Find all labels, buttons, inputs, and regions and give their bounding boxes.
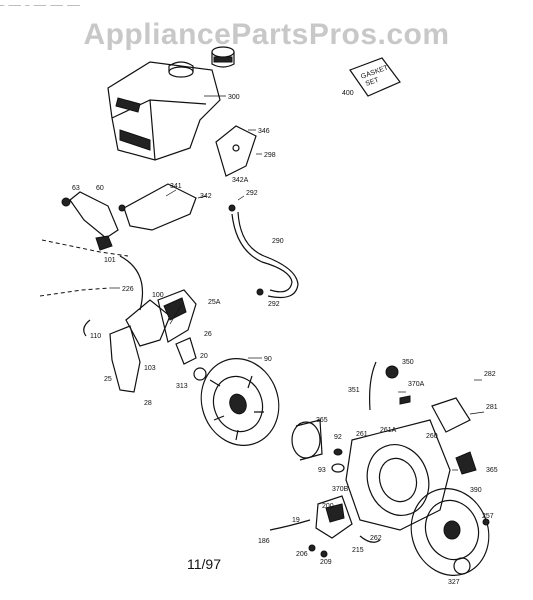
- callout-313: 313: [176, 383, 188, 390]
- tank-bracket[interactable]: [215, 125, 257, 177]
- callout-101: 101: [104, 257, 116, 264]
- starter-cup[interactable]: [291, 419, 345, 473]
- callout-63: 63: [72, 185, 80, 192]
- callout-290: 290: [272, 238, 284, 245]
- callout-25: 25: [104, 376, 112, 383]
- callout-351: 351: [348, 387, 360, 394]
- callout-26: 26: [204, 331, 212, 338]
- date-code: 11/97: [187, 556, 221, 572]
- callout-282: 282: [484, 371, 496, 378]
- callout-93: 93: [318, 467, 326, 474]
- callout-327: 327: [448, 579, 460, 586]
- callout-labels: 300 346 400 298 342A 63 60 341 342 292 1…: [72, 90, 498, 586]
- callout-261: 261: [356, 431, 368, 438]
- callout-342A: 342A: [232, 177, 249, 184]
- fuel-line[interactable]: [228, 204, 299, 299]
- callout-209: 209: [320, 559, 332, 566]
- header-line: _ ___ _ ___ ___ ___: [0, 0, 80, 8]
- flywheel[interactable]: [189, 348, 291, 457]
- callout-341: 341: [170, 183, 182, 190]
- callout-226: 226: [122, 286, 134, 293]
- watermark-text: AppliancePartsPros.com: [83, 18, 450, 51]
- callout-60: 60: [96, 185, 104, 192]
- callout-103: 103: [144, 365, 156, 372]
- callout-281: 281: [486, 404, 498, 411]
- callout-292b: 292: [268, 301, 280, 308]
- callout-298: 298: [264, 152, 276, 159]
- callout-100: 100: [152, 292, 164, 299]
- blower-housing[interactable]: [345, 361, 451, 531]
- callout-346: 346: [258, 128, 270, 135]
- callout-370B: 370B: [332, 486, 349, 493]
- callout-110: 110: [90, 333, 101, 340]
- callout-90: 90: [264, 356, 272, 363]
- callout-365: 365: [316, 417, 328, 424]
- callout-390: 390: [470, 487, 482, 494]
- ignition-module[interactable]: [269, 495, 381, 558]
- callout-350: 350: [402, 359, 414, 366]
- callout-262: 262: [370, 535, 382, 542]
- fuel-tank[interactable]: [107, 61, 221, 161]
- callout-92: 92: [334, 434, 342, 441]
- leader-lines: [110, 95, 485, 471]
- callout-206: 206: [296, 551, 308, 558]
- governor-linkage[interactable]: [39, 239, 144, 337]
- callout-186: 186: [258, 538, 270, 545]
- carburetor-assembly[interactable]: [109, 289, 207, 393]
- recoil-starter[interactable]: [399, 397, 501, 586]
- callout-260: 260: [426, 433, 438, 440]
- gasket-set-label-2: SET: [365, 76, 381, 87]
- control-bracket[interactable]: [61, 183, 197, 251]
- gasket-set[interactable]: GASKET SET: [349, 57, 401, 97]
- callout-257: 257: [482, 513, 494, 520]
- callout-300: 300: [228, 94, 240, 101]
- callout-400: 400: [342, 90, 354, 97]
- callout-215: 215: [352, 547, 364, 554]
- callout-261A: 261A: [380, 427, 397, 434]
- callout-292a: 292: [246, 190, 258, 197]
- callout-28: 28: [144, 400, 152, 407]
- callout-20: 20: [200, 353, 208, 360]
- callout-25A: 25A: [208, 299, 221, 306]
- callout-342: 342: [200, 193, 212, 200]
- callout-365b: 365: [486, 467, 498, 474]
- callout-370A: 370A: [408, 381, 425, 388]
- fuel-cap[interactable]: [211, 46, 235, 68]
- callout-200: 200: [322, 503, 334, 510]
- callout-19: 19: [292, 517, 300, 524]
